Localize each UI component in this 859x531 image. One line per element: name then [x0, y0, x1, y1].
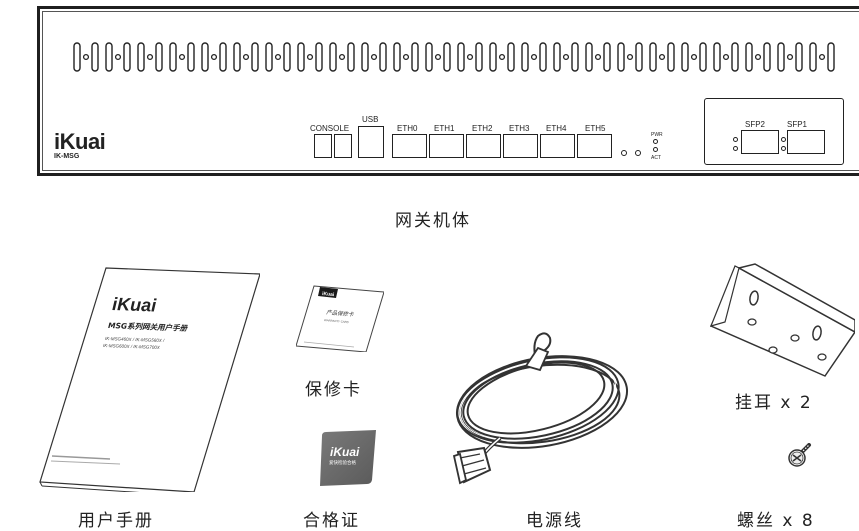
- eth1-port: [429, 134, 464, 158]
- vent-slot-group: [617, 42, 643, 72]
- vent-slot-group: [521, 42, 547, 72]
- screw: [788, 443, 811, 467]
- manual-brand: iKuai: [112, 294, 158, 316]
- warranty-brand: iKuai: [322, 291, 335, 298]
- vent-slot-group: [297, 42, 323, 72]
- reset-hole: [621, 150, 627, 156]
- bracket-hole-5: [790, 334, 800, 342]
- vent-slot-group: [201, 42, 227, 72]
- usb-port: [358, 126, 384, 158]
- eth4-label: ETH4: [546, 124, 567, 133]
- bracket-hole-4: [768, 346, 778, 354]
- gateway-front-panel: iKuai IK-MSG CONSOLE USB ETH0 ETH1 ETH2 …: [37, 6, 859, 176]
- eth5-label: ETH5: [585, 124, 606, 133]
- certificate-brand: iKuai: [330, 445, 360, 459]
- warranty-card: iKuai 产品保修卡 WARRANTY CARD: [296, 285, 384, 352]
- vent-slot-group: [777, 42, 803, 72]
- cable-tie: [524, 346, 550, 372]
- console-port: [314, 134, 332, 158]
- vent-slot-group: [169, 42, 195, 72]
- vent-slot-group: [585, 42, 611, 72]
- bracket-hole-2: [812, 325, 822, 341]
- vent-slot-group: [713, 42, 739, 72]
- warranty-subtitle: WARRANTY CARD: [324, 318, 349, 324]
- console-label: CONSOLE: [310, 124, 350, 133]
- caption-warranty: 保修卡: [305, 380, 362, 400]
- user-manual: iKuai MSG系列网关用户手册 IK-MSG460X / IK-MSG560…: [39, 267, 260, 492]
- pwr-led: [653, 139, 658, 144]
- mounting-ear: [709, 263, 855, 377]
- vent-slot-group: [73, 42, 99, 72]
- eth5-port: [577, 134, 612, 158]
- sfp-bay: SFP2 SFP1: [704, 98, 844, 165]
- sfp2-led-bottom: [733, 146, 738, 151]
- caption-power-cable: 电源线: [526, 511, 583, 531]
- sfp1-led-bottom: [781, 146, 786, 151]
- vent-slot-group: [553, 42, 579, 72]
- warranty-title: 产品保修卡: [326, 309, 355, 318]
- vent-slot-group: [393, 42, 419, 72]
- manual-footer-line: [51, 455, 111, 460]
- eth3-label: ETH3: [509, 124, 530, 133]
- vent-slot-group: [105, 42, 131, 72]
- usb-label: USB: [362, 115, 379, 124]
- eth2-label: ETH2: [472, 124, 493, 133]
- act-label: ACT: [651, 155, 661, 161]
- eth0-port: [392, 134, 427, 158]
- ventilation-slots: [73, 42, 835, 72]
- warranty-logo-badge: [318, 287, 338, 298]
- vent-slot-group: [745, 42, 771, 72]
- sfp1-led-top: [781, 137, 786, 142]
- sfp1-label: SFP1: [787, 120, 808, 129]
- bracket-hole-3: [747, 318, 757, 326]
- vent-slot-group: [265, 42, 291, 72]
- eth3-port: [503, 134, 538, 158]
- vent-slot-group: [489, 42, 515, 72]
- vent-slot-group: [329, 42, 355, 72]
- sfp2-led-top: [733, 137, 738, 142]
- certificate-card: iKuai 爱快检验合格: [320, 430, 376, 486]
- act-led: [653, 147, 658, 152]
- pwr-label: PWR: [651, 132, 663, 138]
- sfp2-port: [741, 130, 779, 154]
- warranty-footer-line: [303, 341, 355, 348]
- sfp1-port: [787, 130, 825, 154]
- manual-footer-line-2: [50, 460, 121, 465]
- caption-manual: 用户手册: [78, 511, 154, 531]
- caption-screws: 螺丝 x 8: [737, 511, 815, 531]
- vent-slot-group: [425, 42, 451, 72]
- vent-slot-group: [137, 42, 163, 72]
- sfp2-label: SFP2: [745, 120, 766, 129]
- vent-slot-group: [649, 42, 675, 72]
- device-logo: iKuai IK-MSG: [54, 129, 106, 160]
- manual-models-2: IK-MSG600X / IK-MSG700X: [103, 343, 161, 350]
- vent-slot-group: [361, 42, 387, 72]
- eth1-label: ETH1: [434, 124, 455, 133]
- caption-certificate: 合格证: [303, 511, 360, 531]
- eth2-port: [466, 134, 501, 158]
- caption-ears: 挂耳 x 2: [735, 393, 813, 413]
- vent-slot-group: [809, 42, 835, 72]
- caption-gateway: 网关机体: [395, 211, 471, 231]
- bracket-hole-6: [817, 353, 827, 361]
- device-brand: iKuai: [54, 129, 106, 154]
- manual-title: MSG系列网关用户手册: [108, 321, 189, 333]
- console-port-2: [334, 134, 352, 158]
- device-model: IK-MSG: [54, 153, 80, 160]
- eth4-port: [540, 134, 575, 158]
- certificate-subtitle: 爱快检验合格: [329, 459, 356, 466]
- status-led: [635, 150, 641, 156]
- manual-models-1: IK-MSG460X / IK-MSG560X /: [105, 336, 165, 343]
- eth0-label: ETH0: [397, 124, 418, 133]
- vent-slot-group: [681, 42, 707, 72]
- power-cable: [452, 332, 629, 485]
- vent-slot-group: [233, 42, 259, 72]
- bracket-hole-1: [749, 290, 759, 306]
- vent-slot-group: [457, 42, 483, 72]
